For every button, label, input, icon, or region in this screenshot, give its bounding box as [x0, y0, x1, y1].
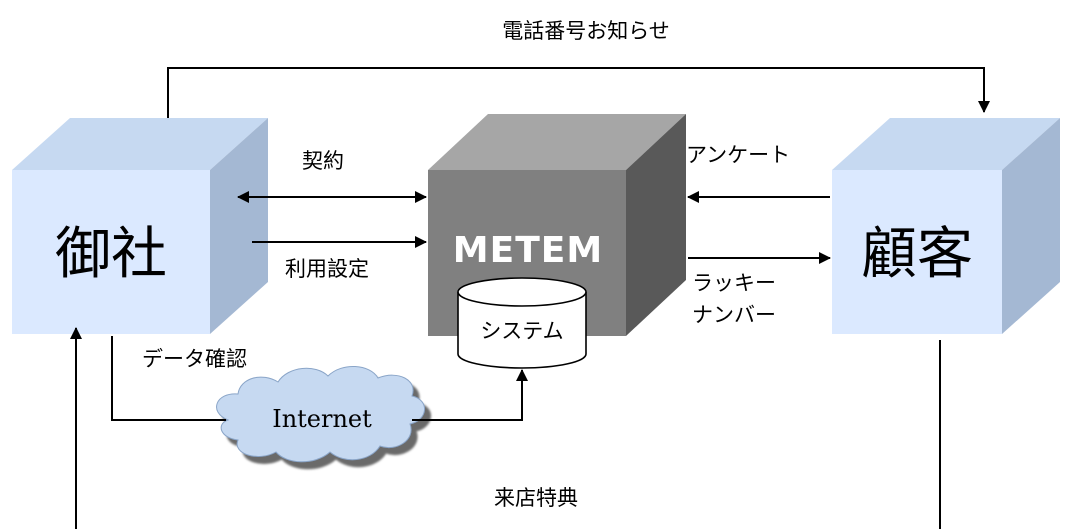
lucky-number-label-line1: ラッキー: [692, 271, 776, 295]
customer-block: 顧客: [832, 118, 1060, 334]
lucky-number-label-line2: ナンバー: [692, 303, 776, 327]
customer-label: 顧客: [861, 222, 973, 287]
internet-label: Internet: [272, 405, 372, 433]
phone-notice-label: 電話番号お知らせ: [502, 19, 670, 43]
phone-notice-arrow: [167, 67, 990, 118]
company-block-front: [12, 170, 210, 334]
database-icon: システム: [457, 277, 587, 369]
visit-benefit-label: 来店特典: [494, 486, 578, 510]
internet-cloud: Internet: [216, 366, 425, 463]
system-block-top: [428, 114, 686, 170]
company-block: 御社: [12, 118, 268, 334]
system-block-side: [626, 114, 686, 336]
customer-block-top: [832, 118, 1060, 170]
usage-setting-label: 利用設定: [285, 257, 369, 281]
customer-block-side: [1002, 118, 1060, 334]
company-block-side: [210, 118, 268, 334]
cloud-shape: [216, 366, 425, 463]
data-check-label: データ確認: [142, 347, 247, 371]
system-block: METEM: [428, 114, 686, 336]
system-brand-label: METEM: [453, 230, 603, 271]
company-block-top: [12, 118, 268, 170]
data-check-line: [111, 336, 226, 421]
company-label: 御社: [55, 222, 167, 287]
contract-label: 契約: [302, 149, 344, 173]
database-label: システム: [480, 319, 563, 343]
data-check-arrow: [412, 369, 528, 421]
customer-block-front: [832, 170, 1002, 334]
survey-label: アンケート: [686, 143, 790, 167]
